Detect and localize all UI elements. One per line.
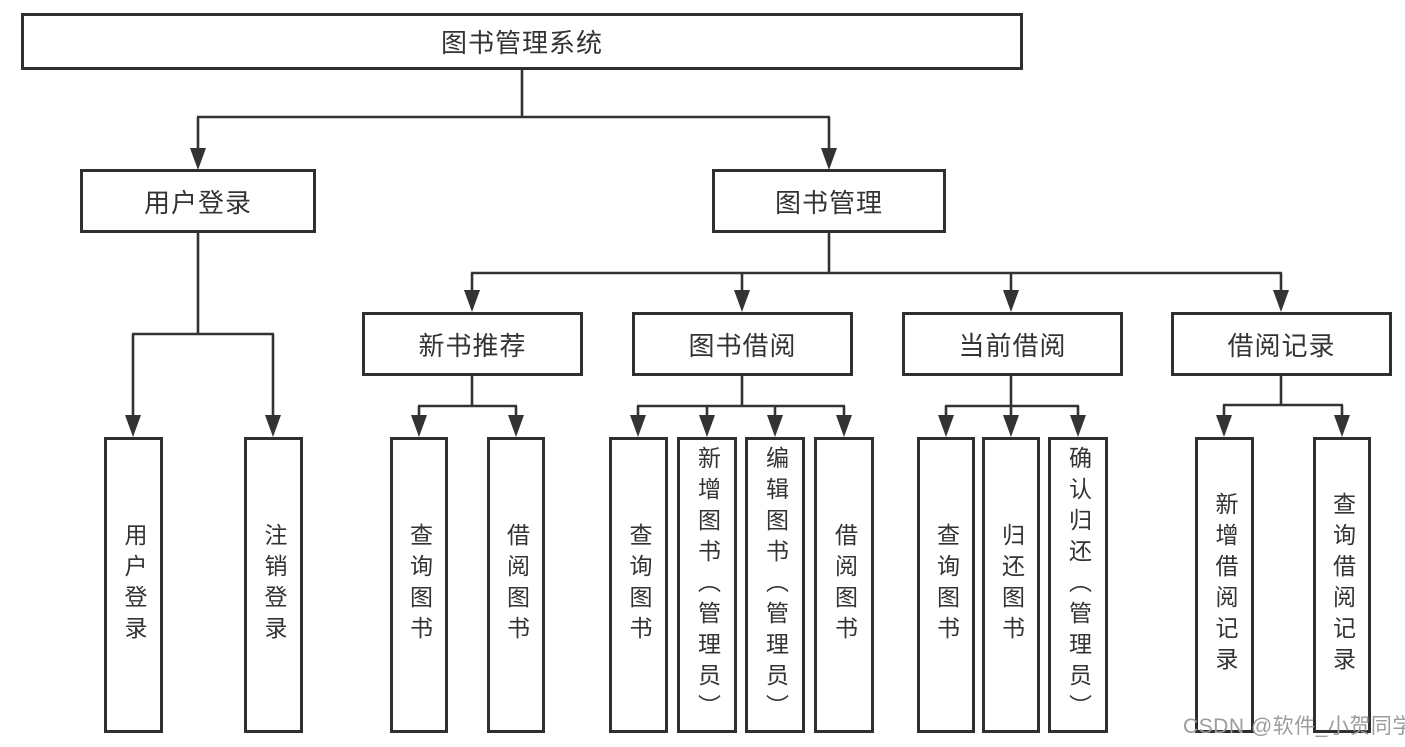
- connector-line: [196, 70, 831, 152]
- node-label: 当前借阅: [958, 330, 1067, 361]
- node-current-borrow: 当前借阅: [902, 312, 1123, 376]
- arrowhead-icon: [630, 415, 646, 437]
- connector-line: [131, 233, 275, 419]
- leaf-label: 新增借阅记录: [1212, 492, 1238, 678]
- node-new-book-recommend: 新书推荐: [362, 312, 583, 376]
- node-label: 图书管理: [774, 187, 883, 218]
- connector-line: [1222, 376, 1344, 419]
- leaf-user-login: 用户登录: [104, 437, 163, 733]
- node-user-login: 用户登录: [80, 169, 316, 233]
- arrowhead-icon: [1070, 415, 1086, 437]
- leaf-logout-login: 注销登录: [244, 437, 303, 733]
- leaf-label: 查询图书: [626, 523, 652, 647]
- arrowhead-icon: [699, 415, 715, 437]
- arrowhead-icon: [1334, 415, 1350, 437]
- node-label: 图书管理系统: [440, 28, 603, 58]
- leaf-add-books-admin: 新增图书（管理员）: [677, 437, 737, 733]
- leaf-label: 新增图书（管理员）: [694, 445, 721, 725]
- node-label: 图书借阅: [688, 330, 797, 361]
- leaf-query-books-borrow: 查询图书: [609, 437, 668, 733]
- arrowhead-icon: [190, 148, 206, 170]
- leaf-label: 归还图书: [998, 523, 1025, 647]
- arrowhead-icon: [265, 415, 281, 437]
- arrowhead-icon: [767, 415, 783, 437]
- leaf-query-borrow-record: 查询借阅记录: [1313, 437, 1371, 733]
- arrowhead-icon: [1273, 290, 1289, 312]
- leaf-confirm-return-admin: 确认归还（管理员）: [1048, 437, 1108, 733]
- leaf-borrow-books: 借阅图书: [814, 437, 874, 733]
- arrowhead-icon: [836, 415, 852, 437]
- connector-line: [417, 376, 518, 419]
- arrowhead-icon: [1003, 290, 1019, 312]
- csdn-watermark: CSDN @软件_小贺同学: [1183, 715, 1405, 738]
- leaf-edit-books-admin: 编辑图书（管理员）: [745, 437, 805, 733]
- arrowhead-icon: [411, 415, 427, 437]
- arrowhead-icon: [734, 290, 750, 312]
- node-root-system: 图书管理系统: [21, 13, 1023, 70]
- connector-line: [636, 376, 846, 419]
- node-label: 新书推荐: [418, 330, 527, 361]
- leaf-label: 查询图书: [406, 523, 433, 647]
- leaf-borrow-books-recommend: 借阅图书: [487, 437, 545, 733]
- node-book-borrow: 图书借阅: [632, 312, 853, 376]
- leaf-return-books: 归还图书: [982, 437, 1040, 733]
- leaf-label: 确认归还（管理员）: [1065, 445, 1092, 725]
- node-borrow-records: 借阅记录: [1171, 312, 1392, 376]
- arrowhead-icon: [1216, 415, 1232, 437]
- leaf-label: 注销登录: [261, 523, 287, 647]
- leaf-label: 借阅图书: [831, 523, 858, 647]
- arrowhead-icon: [938, 415, 954, 437]
- node-book-management: 图书管理: [712, 169, 946, 233]
- leaf-label: 用户登录: [121, 523, 147, 647]
- arrowhead-icon: [464, 290, 480, 312]
- arrowhead-icon: [821, 148, 837, 170]
- connector-line: [944, 376, 1080, 419]
- leaf-label: 编辑图书（管理员）: [762, 445, 789, 725]
- arrowhead-icon: [1003, 415, 1019, 437]
- leaf-label: 查询借阅记录: [1329, 492, 1356, 678]
- node-label: 用户登录: [143, 187, 252, 218]
- leaf-label: 查询图书: [933, 523, 960, 647]
- connector-line: [470, 233, 1283, 294]
- leaf-label: 借阅图书: [503, 523, 530, 647]
- node-label: 借阅记录: [1227, 330, 1336, 361]
- arrowhead-icon: [508, 415, 524, 437]
- leaf-query-books-current: 查询图书: [917, 437, 975, 733]
- leaf-add-borrow-record: 新增借阅记录: [1195, 437, 1254, 733]
- leaf-query-books-recommend: 查询图书: [390, 437, 448, 733]
- arrowhead-icon: [125, 415, 141, 437]
